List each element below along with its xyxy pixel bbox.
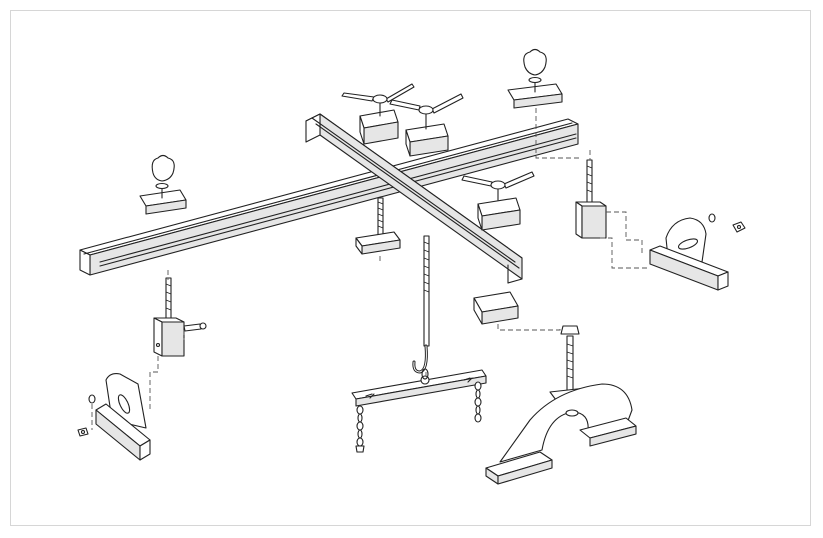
right-threaded-rod [575,159,607,239]
short-crossbar [305,113,523,284]
knob-clamp-left [139,154,187,215]
lifting-beam [351,368,487,407]
left-support-foot [77,373,151,461]
long-crossbar [79,118,579,276]
wingnut-clamp-1 [341,83,415,145]
saddle-base [485,325,637,485]
right-support-foot [649,213,746,291]
assembly-guide-lines [91,108,650,430]
left-threaded-rod [153,277,207,357]
center-threaded-rod [355,197,401,255]
wingnut-clamp-2 [389,93,464,157]
chain-right [474,381,482,423]
knob-clamp-right [507,48,563,109]
wingnut-clamp-3 [461,171,535,231]
end-bracket [473,291,519,325]
hook-rod [412,235,430,374]
chain-left [355,405,365,453]
